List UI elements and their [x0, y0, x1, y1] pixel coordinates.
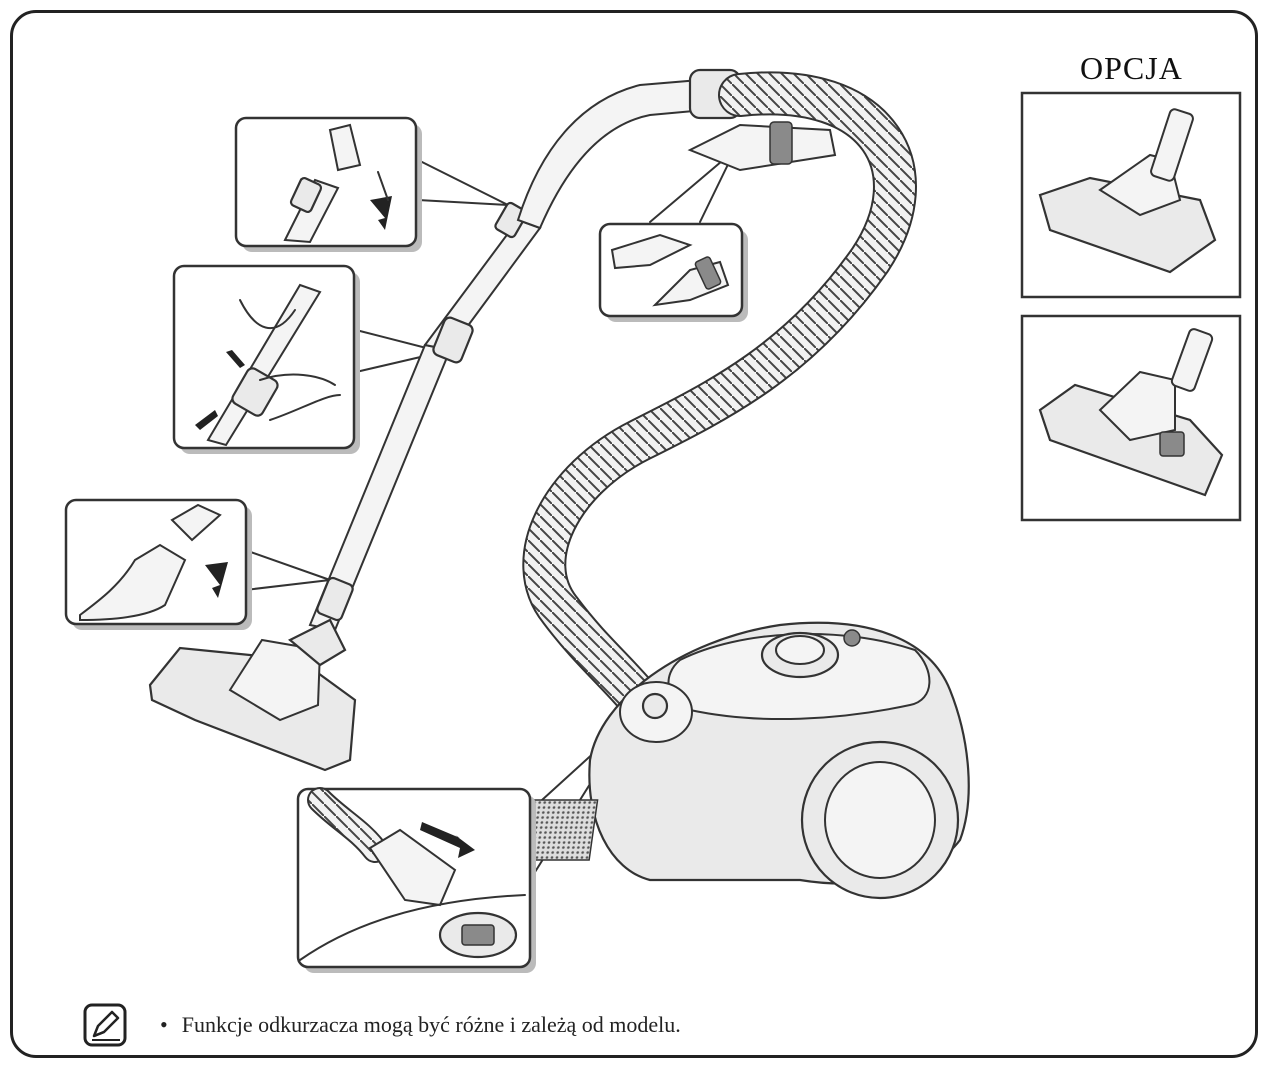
inset-hose-connection	[296, 787, 536, 973]
option-label: OPCJA	[1080, 50, 1183, 86]
inset-length-adjust	[172, 264, 360, 454]
inset-handle-connection	[234, 116, 422, 252]
floor-brush	[148, 618, 357, 772]
note-pencil-icon	[83, 1003, 127, 1047]
telescopic-tube	[308, 68, 742, 632]
page-frame	[10, 10, 1258, 1058]
vacuum-cleaner-body	[518, 621, 970, 900]
inset-crevice-tool	[598, 222, 748, 322]
inset-brush-connection	[64, 498, 252, 630]
optional-floor-brush	[1020, 314, 1242, 522]
note-text: Funkcje odkurzacza mogą być różne i zale…	[181, 1012, 681, 1037]
optional-turbo-brush	[1020, 91, 1242, 299]
crevice-tool	[687, 121, 837, 172]
note-row: • Funkcje odkurzacza mogą być różne i za…	[82, 1000, 681, 1050]
note-bullet: •	[160, 1012, 168, 1037]
